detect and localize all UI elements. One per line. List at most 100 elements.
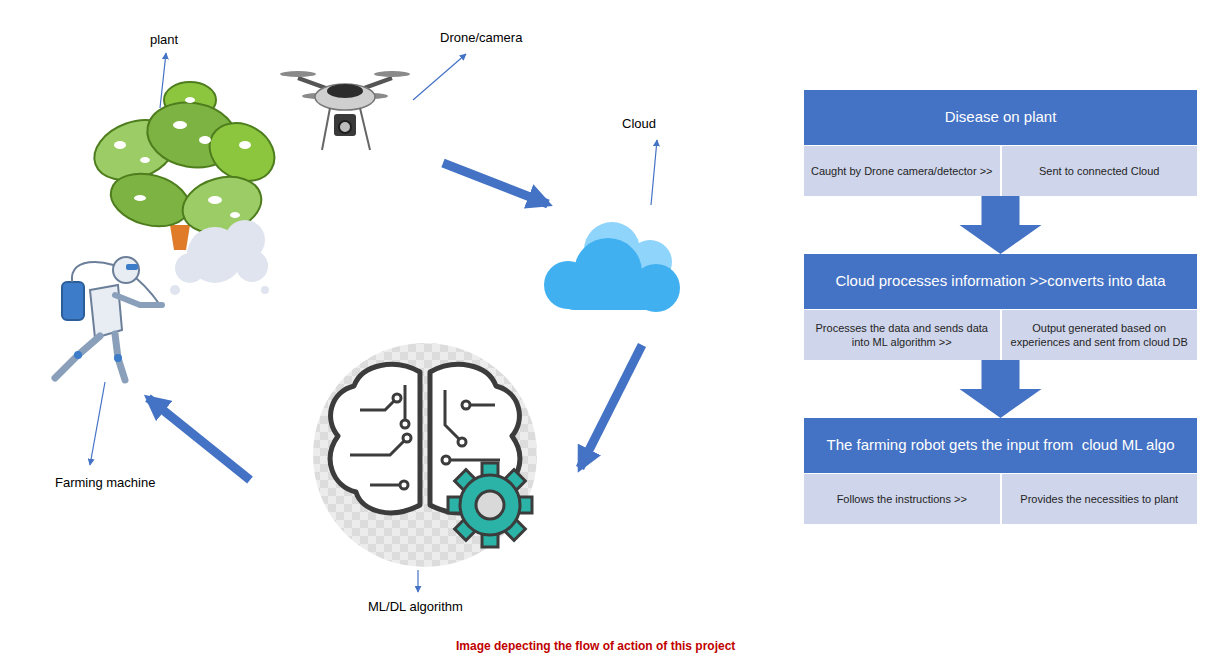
part-label: plant	[150, 32, 178, 48]
big-arrow	[580, 345, 642, 468]
drone-camera	[334, 114, 356, 136]
gear	[448, 463, 532, 547]
leaf-holes	[114, 97, 251, 218]
circuit-node	[458, 438, 466, 446]
gear-body	[460, 475, 520, 535]
circuit-line	[404, 385, 407, 420]
circuit-node	[401, 420, 409, 428]
step-cell: Follows the instructions >>	[804, 474, 1000, 524]
drone-leg	[322, 108, 330, 150]
leaf-hole	[134, 195, 146, 201]
robot-joint	[74, 351, 82, 359]
circuit-line	[350, 440, 405, 455]
drone-leg	[360, 108, 370, 150]
big-arrow	[443, 163, 548, 204]
robot-tank	[62, 282, 84, 320]
circuit-node	[403, 434, 411, 442]
plant-pot	[170, 225, 190, 250]
leaf-hole	[114, 141, 126, 149]
drone-illustration	[280, 71, 410, 150]
robot-visor	[126, 264, 138, 270]
step-cell: Caught by Drone camera/detector >>	[804, 146, 1000, 196]
robot-arm	[115, 295, 162, 305]
part-label: Farming machine	[55, 475, 155, 491]
section-heading: Cloud processes information >>converts i…	[804, 254, 1197, 309]
step-text: Sent to connected Cloud	[1039, 164, 1159, 178]
leaf-hole	[239, 141, 251, 149]
flow-arrows	[148, 163, 642, 480]
leaf	[105, 165, 195, 234]
leader-line	[417, 570, 418, 592]
flow-arrow	[960, 360, 1042, 418]
step-cell: Sent to connected Cloud	[1002, 146, 1198, 196]
flow-arrow	[960, 196, 1042, 254]
brain-circuit	[350, 385, 500, 485]
plant-illustration	[86, 82, 285, 295]
part-label: ML/DL algorithm	[368, 599, 463, 615]
step-cell: Output generated based on experiences an…	[1002, 310, 1198, 360]
circuit-node	[400, 481, 408, 489]
leaf-hole	[140, 157, 150, 163]
brain-backdrop	[313, 343, 537, 567]
section-heading: Disease on plant	[804, 90, 1197, 145]
ml-brain-illustration	[313, 343, 537, 567]
leader-line	[651, 140, 657, 205]
step-text: Output generated based on experiences an…	[1008, 321, 1192, 350]
cell-row: Follows the instructions >> Provides the …	[804, 474, 1197, 524]
step-cell: Provides the necessities to plant	[1002, 474, 1198, 524]
cloud-base	[560, 282, 670, 310]
robot-leg	[115, 334, 125, 380]
circuit-node	[393, 394, 401, 402]
circuit-node	[442, 456, 450, 464]
circuit-line	[360, 400, 395, 410]
brain-lobe	[330, 364, 420, 512]
robot-illustration	[55, 257, 162, 380]
leader-line	[160, 53, 166, 108]
part-label: Cloud	[622, 116, 656, 132]
process-section: Cloud processes information >>converts i…	[804, 254, 1197, 360]
big-arrow	[148, 398, 250, 480]
cell-row: Processes the data and sends data into M…	[804, 310, 1197, 360]
leader-line	[90, 382, 105, 465]
leader-lines	[90, 53, 657, 592]
cloud-illustration	[544, 222, 680, 312]
circuit-nodes	[393, 394, 470, 489]
step-text: Caught by Drone camera/detector >>	[811, 164, 993, 178]
process-section: Disease on plantCaught by Drone camera/d…	[804, 90, 1197, 196]
robot-joint	[114, 354, 122, 362]
spray-mist	[170, 220, 269, 295]
section-heading: The farming robot gets the input from cl…	[804, 418, 1197, 473]
drone-rotor	[374, 71, 410, 77]
circuit-line	[445, 390, 460, 440]
step-text: Follows the instructions >>	[837, 492, 967, 506]
mist-puff	[175, 253, 205, 283]
drone-top	[327, 84, 363, 98]
drone-rotor	[280, 71, 316, 77]
mist-puff	[236, 250, 268, 282]
cloud-front	[544, 238, 680, 312]
step-text: Provides the necessities to plant	[1020, 492, 1178, 506]
figure-caption: Image depecting the flow of action of th…	[456, 639, 735, 653]
step-cell: Processes the data and sends data into M…	[804, 310, 1000, 360]
circuit-node	[462, 401, 470, 409]
robot-leg	[55, 336, 100, 378]
drone-body	[315, 84, 375, 110]
leaf-hole	[208, 196, 222, 204]
camera-lens	[339, 121, 351, 133]
cell-row: Caught by Drone camera/detector >> Sent t…	[804, 146, 1197, 196]
leaf-hole	[199, 136, 211, 144]
leaf-hole	[173, 121, 187, 129]
circuit-line	[450, 459, 500, 462]
circuit-line	[370, 484, 400, 487]
process-section: The farming robot gets the input from cl…	[804, 418, 1197, 524]
mist-puff	[170, 285, 180, 295]
gear-hub	[476, 491, 504, 519]
step-text: Processes the data and sends data into M…	[810, 321, 994, 350]
gear-teeth	[448, 463, 532, 547]
leaf-hole	[230, 212, 240, 218]
circuit-line	[470, 404, 495, 407]
part-label: Drone/camera	[440, 30, 522, 46]
robot-head	[113, 257, 139, 283]
leader-line	[413, 54, 466, 100]
